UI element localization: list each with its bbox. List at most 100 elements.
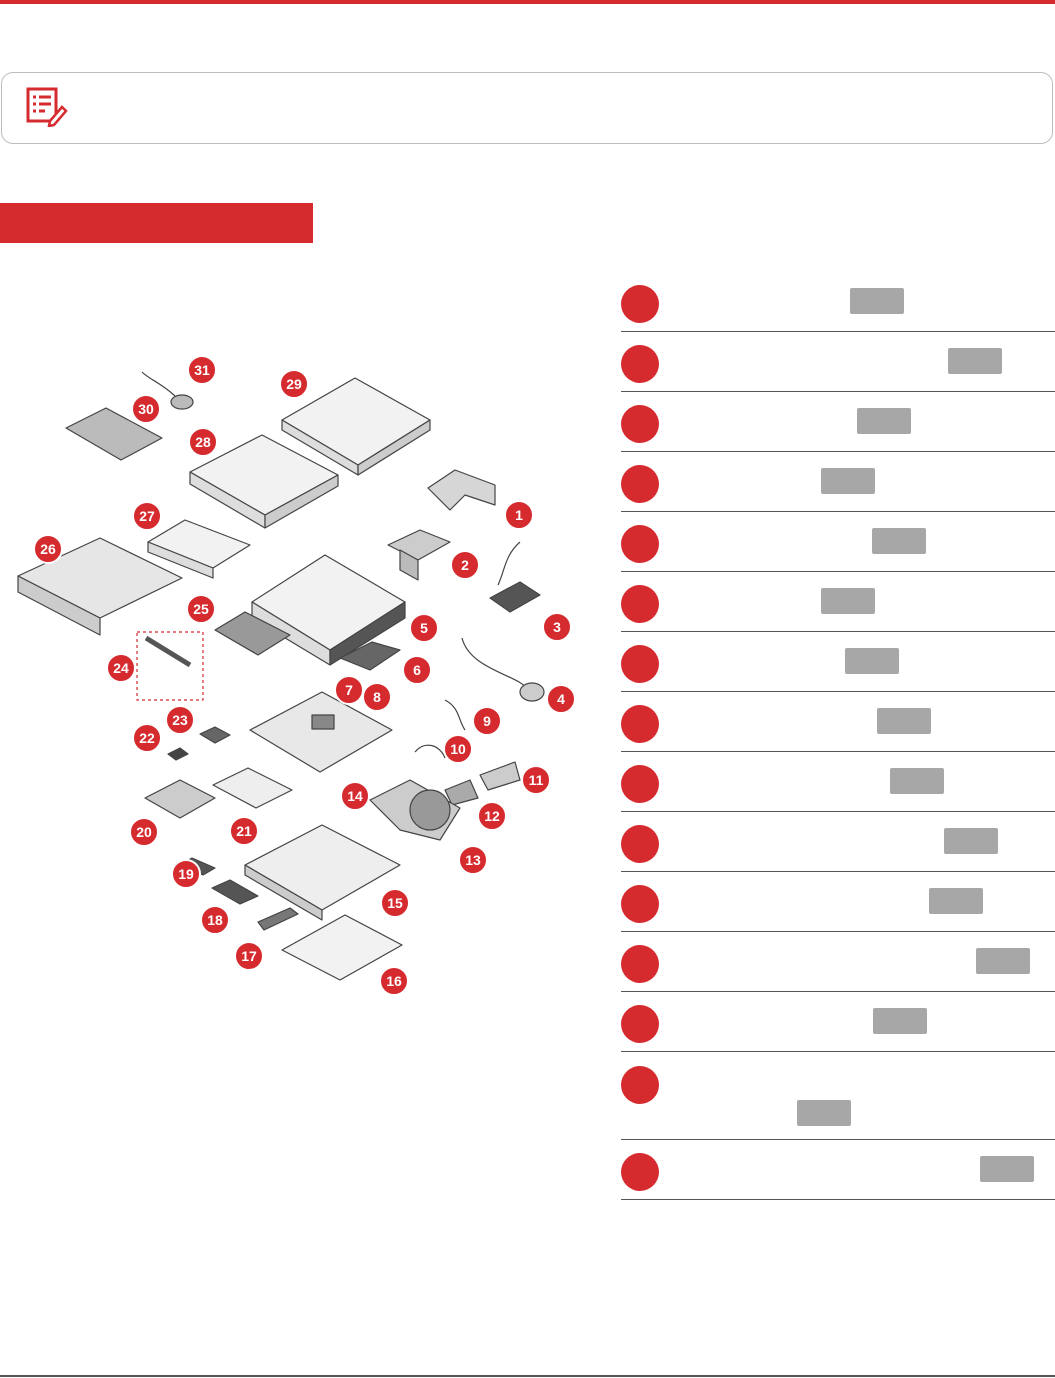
callout-number-badge [621, 1005, 659, 1043]
diagram-label: 4 [557, 691, 565, 707]
callout-row [621, 1052, 1055, 1140]
part-tag [976, 948, 1030, 974]
callout-row [621, 272, 1055, 332]
part-tag [929, 888, 983, 914]
callout-row [621, 632, 1055, 692]
callout-number-badge [621, 945, 659, 983]
part-tag [857, 408, 911, 434]
diagram-label: 11 [529, 772, 544, 788]
part-tag [877, 708, 931, 734]
diagram-label: 6 [413, 662, 421, 678]
diagram-label: 29 [286, 376, 302, 392]
diagram-callout-numbers: 1 2 3 4 5 6 7 8 9 10 11 12 13 14 15 16 1… [40, 362, 565, 989]
diagram-label: 26 [40, 541, 56, 557]
part-tag [821, 468, 875, 494]
part-25-heatsink [214, 611, 291, 656]
callout-row [621, 932, 1055, 992]
callout-row [621, 812, 1055, 872]
part-24-antenna [144, 635, 192, 668]
part-18-memory [211, 879, 259, 905]
diagram-label: 8 [373, 689, 381, 705]
diagram-label: 18 [207, 912, 223, 928]
part-22-clip [167, 747, 189, 761]
part-20-storage-drive [144, 779, 216, 819]
callout-number-badge [621, 525, 659, 563]
diagram-label: 21 [236, 823, 252, 839]
callout-number-badge [621, 825, 659, 863]
diagram-label: 23 [172, 712, 188, 728]
part-9-cable [444, 699, 466, 731]
part-23-wifi-card [199, 726, 231, 744]
part-1-stand [427, 469, 496, 511]
diagram-label: 22 [139, 730, 155, 746]
part-27-optical-drive [147, 519, 251, 569]
callout-number-badge [621, 285, 659, 323]
diagram-label: 7 [345, 682, 353, 698]
part-17-memory [257, 907, 299, 931]
part-tag [850, 288, 904, 314]
part-10-cable [414, 744, 446, 759]
diagram-label: 30 [138, 401, 154, 417]
diagram-label: 27 [139, 508, 155, 524]
callout-row [621, 752, 1055, 812]
part-tag [821, 588, 875, 614]
callout-number-badge [621, 645, 659, 683]
part-12-bracket [444, 779, 479, 806]
callout-row [621, 572, 1055, 632]
diagram-label: 12 [484, 808, 500, 824]
diagram-label: 10 [450, 741, 466, 757]
callout-number-badge [621, 345, 659, 383]
callout-row [621, 692, 1055, 752]
diagram-label: 3 [553, 619, 561, 635]
diagram-label: 25 [193, 601, 209, 617]
diagram-label: 15 [387, 895, 403, 911]
callout-number-badge [621, 585, 659, 623]
diagram-label: 24 [113, 660, 129, 676]
diagram-callout-badges [33, 355, 576, 996]
diagram-label: 2 [461, 557, 469, 573]
part-31-mouse [170, 394, 194, 410]
part-2-bracket [387, 529, 451, 561]
part-16-bottom-cover [281, 914, 403, 981]
diagram-label: 5 [420, 620, 428, 636]
callout-list [621, 272, 1055, 1200]
diagram-label: 28 [195, 434, 211, 450]
part-30-keyboard [65, 407, 163, 461]
diagram-label: 19 [178, 866, 194, 882]
callout-row [621, 872, 1055, 932]
callout-number-badge [621, 705, 659, 743]
part-21-drive-bracket [212, 767, 293, 809]
part-tag [845, 648, 899, 674]
callout-number-badge [621, 765, 659, 803]
diagram-label: 17 [241, 948, 257, 964]
part-15-bottom-chassis [244, 824, 401, 911]
diagram-label: 14 [347, 788, 363, 804]
part-3-adapter [489, 581, 541, 613]
diagram-label: 9 [483, 713, 491, 729]
callout-number-badge [621, 465, 659, 503]
note-list-pencil-icon [26, 87, 68, 127]
exploded-parts-diagram: 1 2 3 4 5 6 7 8 9 10 11 12 13 14 15 16 1… [17, 355, 576, 996]
callout-row [621, 1140, 1055, 1200]
callout-row [621, 452, 1055, 512]
callout-number-badge [621, 1066, 659, 1104]
part-tag [890, 768, 944, 794]
diagram-label: 31 [194, 362, 210, 378]
callout-row [621, 992, 1055, 1052]
bottom-rule [0, 1375, 1055, 1377]
diagram-label: 20 [136, 824, 152, 840]
top-accent-rule [0, 0, 1055, 4]
callout-number-badge [621, 405, 659, 443]
diagram-label: 13 [465, 852, 481, 868]
part-11-bracket [479, 761, 521, 791]
diagram-label: 1 [515, 507, 523, 523]
callout-number-badge [621, 1153, 659, 1191]
note-box [1, 72, 1053, 144]
part-tag [980, 1156, 1034, 1182]
part-tag [872, 528, 926, 554]
section-header-bar [0, 203, 313, 243]
part-4-power-cord [461, 637, 529, 691]
callout-row [621, 332, 1055, 392]
part-tag [944, 828, 998, 854]
callout-row [621, 392, 1055, 452]
